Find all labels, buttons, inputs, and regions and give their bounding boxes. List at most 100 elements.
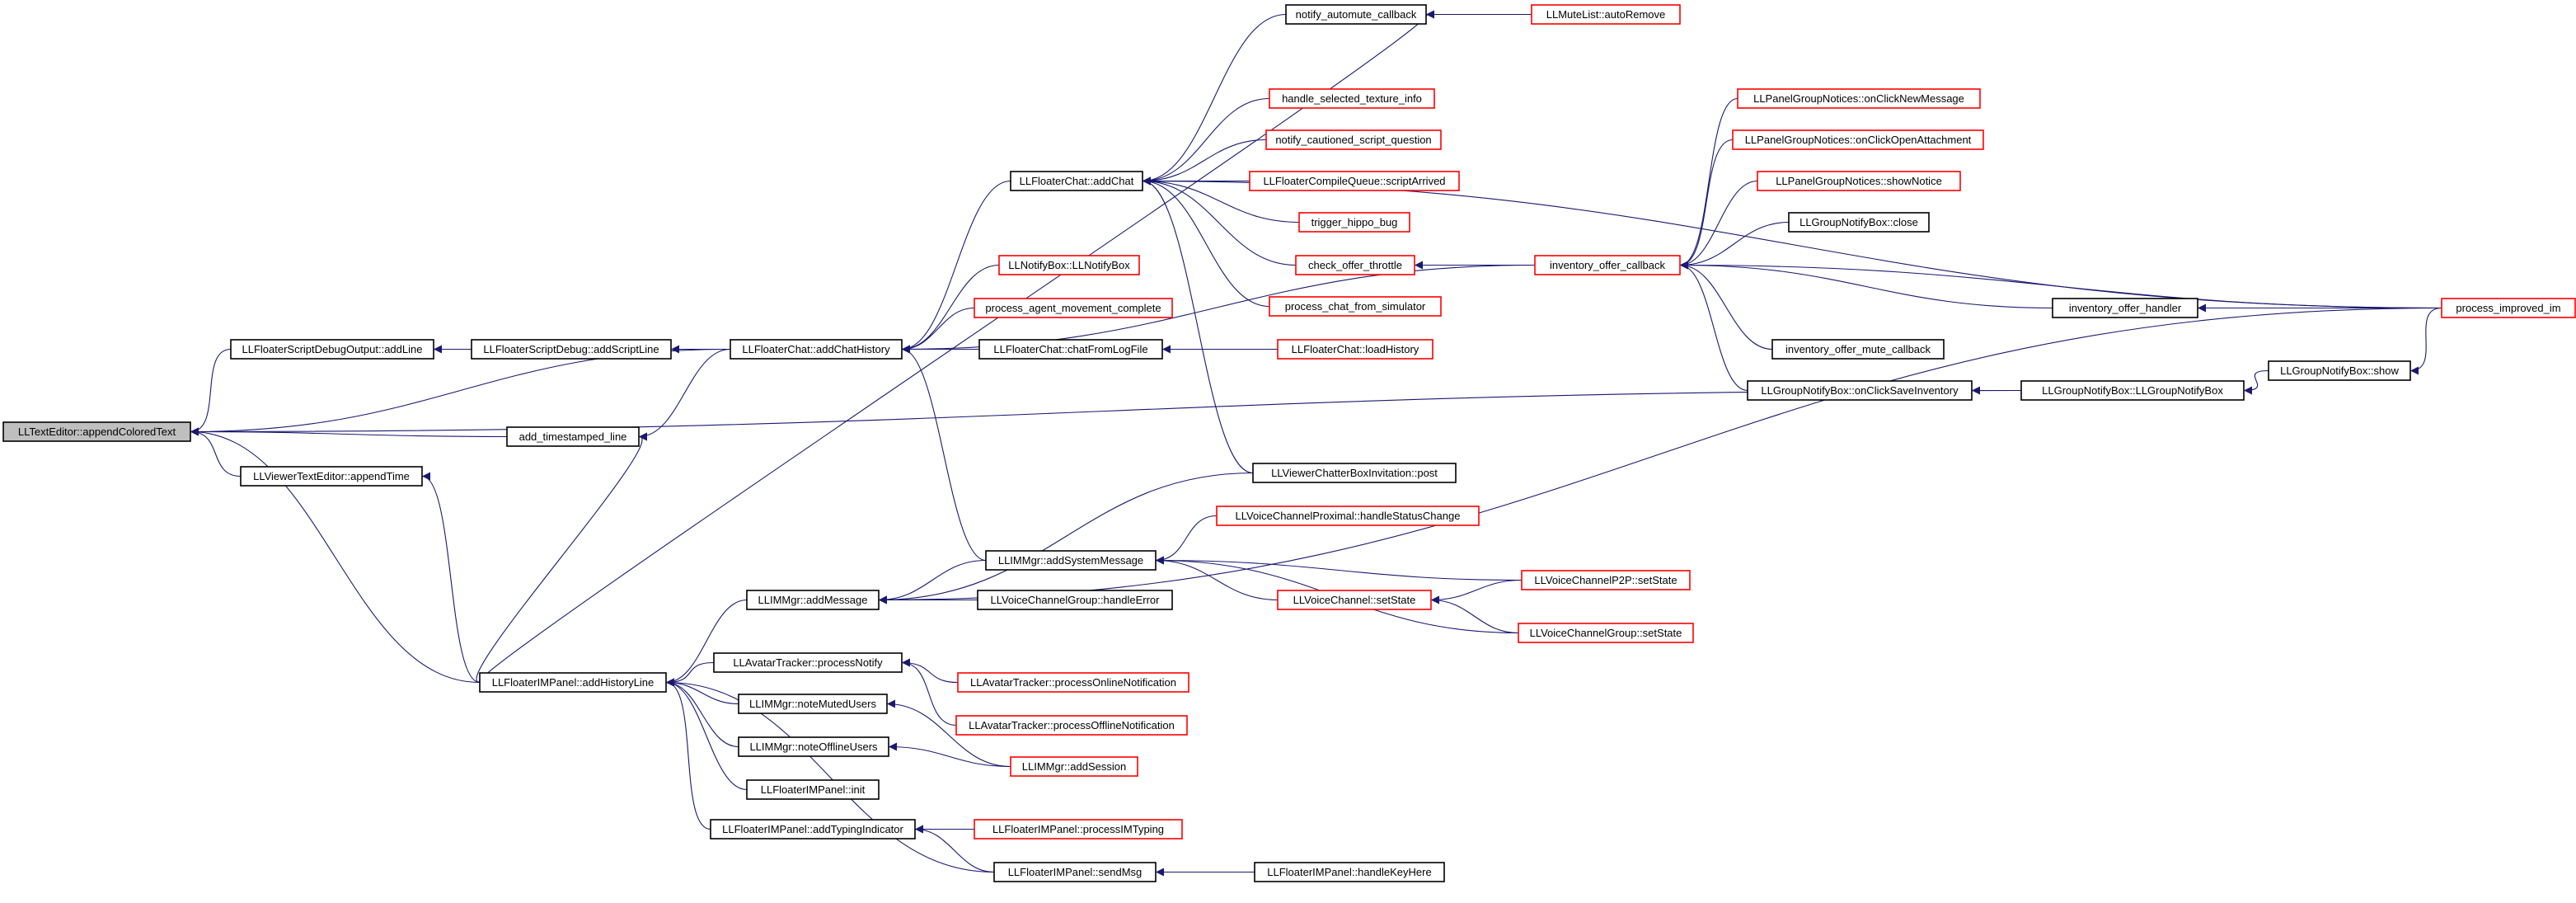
node-immgr-notemutedusers[interactable]: LLIMMgr::noteMutedUsers — [738, 694, 888, 714]
node-box — [1521, 570, 1691, 590]
node-fimp-addtypingindicator[interactable]: LLFloaterIMPanel::addTypingIndicator — [710, 819, 916, 840]
node-box — [1747, 380, 1973, 401]
node-notify-cautioned-script-question[interactable]: notify_cautioned_script_question — [1265, 129, 1442, 150]
edge-immgr_addsystemmessage-to-immgr_addmessage — [878, 559, 987, 604]
node-vcg-setstate[interactable]: LLVoiceChannelGroup::setState — [1518, 623, 1694, 643]
node-label: LLFloaterChat::addChat — [1020, 175, 1134, 187]
node-box — [1285, 4, 1427, 25]
node-box — [710, 819, 916, 840]
edge-inventory_offer_handler-to-inventory_offer_callback — [1679, 261, 2053, 309]
node-box — [1216, 506, 1480, 526]
node-label: notify_automute_callback — [1296, 8, 1417, 21]
node-gnb-close[interactable]: LLGroupNotifyBox::close — [1788, 212, 1930, 233]
edge-fimp_addhistoryline-to-add_timestamped_line — [476, 432, 648, 684]
node-label: handle_selected_texture_info — [1282, 92, 1422, 105]
node-box — [1732, 129, 1984, 150]
node-label: process_improved_im — [2456, 302, 2560, 314]
node-mutelist-autoremove[interactable]: LLMuteList::autoRemove — [1531, 4, 1681, 25]
node-process-agent-movement-complete[interactable]: process_agent_movement_complete — [974, 298, 1173, 318]
node-vcp2p-setstate[interactable]: LLVoiceChannelP2P::setState — [1521, 570, 1691, 590]
edge-fimp_addhistoryline-to-root — [190, 427, 481, 684]
node-add-timestamped-line[interactable]: add_timestamped_line — [506, 426, 640, 447]
node-at-processonline[interactable]: LLAvatarTracker::processOnlineNotificati… — [957, 672, 1189, 693]
node-fimp-init[interactable]: LLFloaterIMPanel::init — [746, 779, 880, 800]
node-notifybox[interactable]: LLNotifyBox::LLNotifyBox — [998, 255, 1140, 275]
node-box — [1265, 129, 1442, 150]
node-inventory-offer-handler[interactable]: inventory_offer_handler — [2052, 298, 2198, 318]
node-box — [985, 550, 1157, 571]
node-fsd-addscriptline[interactable]: LLFloaterScriptDebug::addScriptLine — [471, 339, 672, 360]
node-fimp-sendmsg[interactable]: LLFloaterIMPanel::sendMsg — [993, 862, 1157, 882]
node-fchat-loadhistory[interactable]: LLFloaterChat::loadHistory — [1277, 339, 1433, 360]
node-box — [1010, 171, 1143, 191]
node-immgr-addmessage[interactable]: LLIMMgr::addMessage — [746, 590, 880, 610]
node-layer: LLTextEditor::appendColoredTextLLFloater… — [2, 4, 2576, 882]
node-fimp-addhistoryline[interactable]: LLFloaterIMPanel::addHistoryLine — [479, 672, 667, 693]
node-box — [2020, 380, 2245, 401]
node-label: LLIMMgr::noteOfflineUsers — [749, 741, 878, 753]
edge-trigger_hippo_bug-to-fchat_addchat — [1142, 176, 1300, 223]
node-label: LLViewerChatterBoxInvitation::post — [1271, 467, 1438, 479]
node-label: LLAvatarTracker::processOnlineNotificati… — [970, 676, 1176, 689]
edge-vcbi_post-to-fchat_addchat — [1142, 176, 1254, 474]
node-vte-appendtime[interactable]: LLViewerTextEditor::appendTime — [240, 466, 423, 487]
node-fchat-addchat[interactable]: LLFloaterChat::addChat — [1010, 171, 1143, 191]
node-check-offer-throttle[interactable]: check_offer_throttle — [1295, 255, 1415, 275]
node-pgn-shownotice[interactable]: LLPanelGroupNotices::showNotice — [1757, 171, 1961, 191]
node-inventory-offer-mute-callback[interactable]: inventory_offer_mute_callback — [1771, 339, 1945, 360]
node-gnb-show[interactable]: LLGroupNotifyBox::show — [2268, 360, 2411, 381]
node-label: LLFloaterIMPanel::addTypingIndicator — [722, 823, 903, 835]
node-handle-selected-texture-info[interactable]: handle_selected_texture_info — [1269, 88, 1435, 109]
node-label: add_timestamped_line — [519, 430, 627, 443]
node-box — [1269, 296, 1442, 317]
edge-at_processonline-to-at_processnotify — [901, 658, 959, 684]
node-label: LLVoiceChannelGroup::setState — [1530, 627, 1682, 639]
node-box — [479, 672, 667, 693]
node-box — [998, 255, 1140, 275]
node-fsdo-addline[interactable]: LLFloaterScriptDebugOutput::addLine — [230, 339, 434, 360]
node-label: LLGroupNotifyBox::LLGroupNotifyBox — [2042, 384, 2223, 397]
node-notify-automute-callback[interactable]: notify_automute_callback — [1285, 4, 1427, 25]
node-label: LLFloaterIMPanel::addHistoryLine — [492, 676, 655, 689]
node-pgn-onclickopenattachment[interactable]: LLPanelGroupNotices::onClickOpenAttachme… — [1732, 129, 1984, 150]
edge-pgn_shownotice-to-inventory_offer_callback — [1679, 180, 1758, 270]
node-fchat-chatfromlogfile[interactable]: LLFloaterChat::chatFromLogFile — [978, 339, 1163, 360]
node-gnb-llgroupnotifybox[interactable]: LLGroupNotifyBox::LLGroupNotifyBox — [2020, 380, 2245, 401]
edge-gnb_close-to-inventory_offer_callback — [1679, 221, 1790, 270]
node-fimp-processimtyping[interactable]: LLFloaterIMPanel::processIMTyping — [974, 819, 1183, 840]
node-box — [2, 421, 191, 442]
node-inventory-offer-callback[interactable]: inventory_offer_callback — [1534, 255, 1681, 275]
node-immgr-addsystemmessage[interactable]: LLIMMgr::addSystemMessage — [985, 550, 1157, 571]
edge-immgr_noteofflineusers-to-fimp_addhistoryline — [665, 678, 739, 748]
node-label: LLGroupNotifyBox::show — [2280, 364, 2399, 377]
node-box — [1737, 88, 1981, 109]
node-at-processnotify[interactable]: LLAvatarTracker::processNotify — [713, 652, 903, 673]
node-at-processoffline[interactable]: LLAvatarTracker::processOfflineNotificat… — [955, 715, 1188, 736]
node-fchat-addchathistory[interactable]: LLFloaterChat::addChatHistory — [730, 339, 903, 360]
node-root[interactable]: LLTextEditor::appendColoredText — [2, 421, 191, 442]
edge-immgr_addsystemmessage-to-fchat_addchathistory — [901, 345, 987, 562]
node-box — [955, 715, 1188, 736]
node-immgr-noteofflineusers[interactable]: LLIMMgr::noteOfflineUsers — [738, 736, 889, 757]
node-trigger-hippo-bug[interactable]: trigger_hippo_bug — [1298, 212, 1410, 233]
node-vc-setstate[interactable]: LLVoiceChannel::setState — [1277, 590, 1432, 610]
edge-vcg_setstate-to-vc_setstate — [1430, 595, 1519, 634]
node-vcbi-post[interactable]: LLViewerChatterBoxInvitation::post — [1252, 463, 1457, 483]
node-fcq-scriptarrived[interactable]: LLFloaterCompileQueue::scriptArrived — [1249, 171, 1460, 191]
node-process-chat-from-simulator[interactable]: process_chat_from_simulator — [1269, 296, 1442, 317]
node-vcp-handlestatuschange[interactable]: LLVoiceChannelProximal::handleStatusChan… — [1216, 506, 1480, 526]
node-process-improved-im[interactable]: process_improved_im — [2441, 298, 2576, 318]
edge-process_improved_im-to-immgr_addmessage — [878, 307, 2442, 604]
edge-fsdo_addline-to-root — [190, 348, 232, 436]
node-pgn-onclicknewmessage[interactable]: LLPanelGroupNotices::onClickNewMessage — [1737, 88, 1981, 109]
edge-vte_appendtime-to-root — [190, 427, 242, 477]
node-fimp-handlekeyhere[interactable]: LLFloaterIMPanel::handleKeyHere — [1254, 862, 1445, 882]
node-immgr-addsession[interactable]: LLIMMgr::addSession — [1010, 756, 1138, 777]
edge-layer — [190, 10, 2442, 877]
edge-fimp_addhistoryline-to-vte_appendtime — [421, 472, 481, 684]
node-vcg-handleerror[interactable]: LLVoiceChannelGroup::handleError — [977, 590, 1173, 610]
node-gnb-onclicksaveinventory[interactable]: LLGroupNotifyBox::onClickSaveInventory — [1747, 380, 1973, 401]
node-box — [746, 590, 880, 610]
